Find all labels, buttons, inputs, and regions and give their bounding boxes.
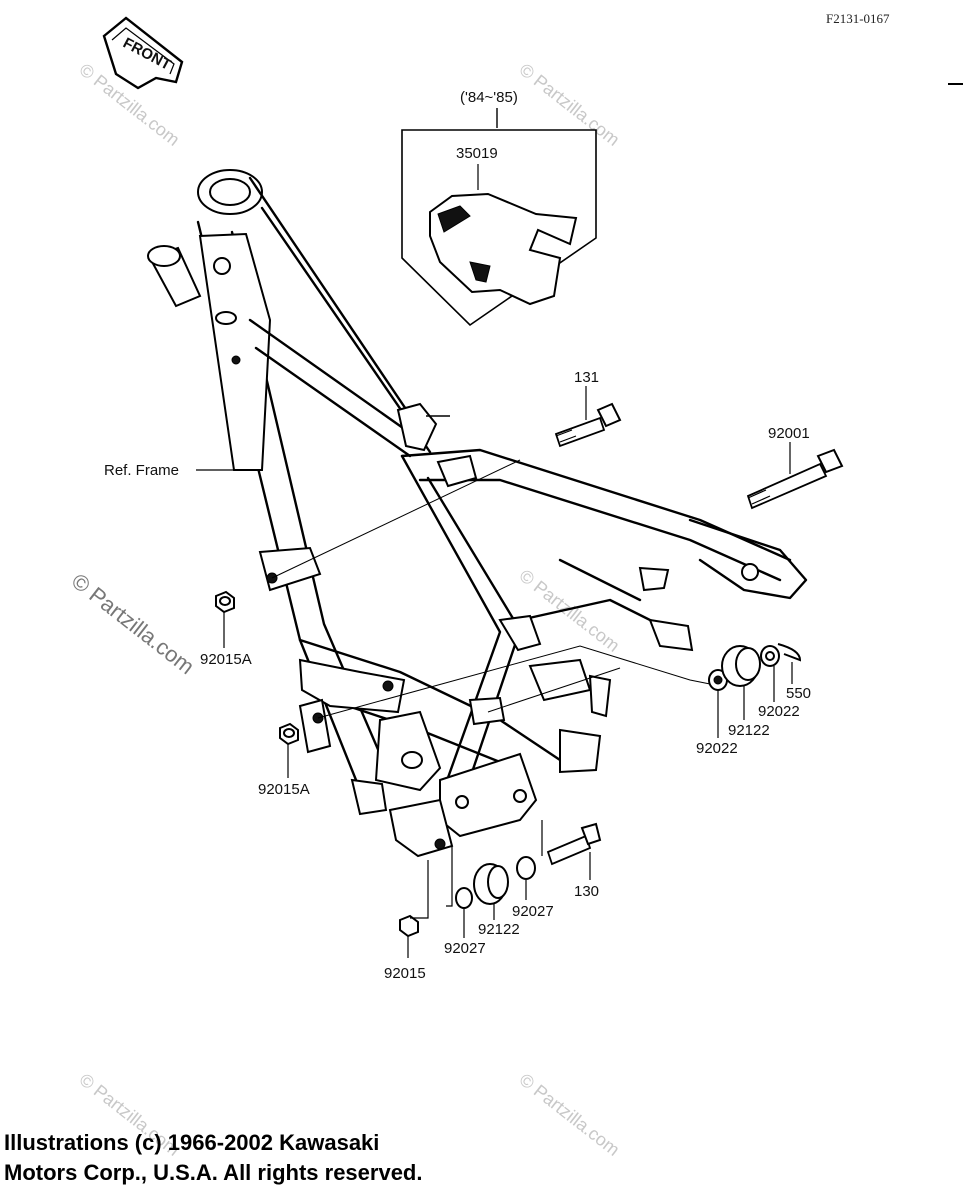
bolt-92001 bbox=[746, 448, 844, 510]
inset-years-label: ('84~'85) bbox=[460, 89, 518, 106]
right-mount-stack bbox=[708, 643, 802, 691]
bolt-130 bbox=[546, 822, 602, 866]
watermark-bottom-center: © Partzilla.com bbox=[516, 1069, 624, 1159]
callout-92122-right: 92122 bbox=[728, 722, 770, 739]
callout-131: 131 bbox=[574, 369, 599, 386]
callout-92027-right: 92027 bbox=[512, 903, 554, 920]
nut-92015a-lower bbox=[279, 722, 299, 746]
leader-lines bbox=[196, 386, 793, 958]
callout-92015a-upper: 92015A bbox=[200, 651, 252, 668]
callout-92015a-lower: 92015A bbox=[258, 781, 310, 798]
callout-550: 550 bbox=[786, 685, 811, 702]
callout-92022-right: 92022 bbox=[758, 703, 800, 720]
bottom-mount-stack bbox=[455, 856, 536, 909]
callout-130: 130 bbox=[574, 883, 599, 900]
callout-ref-frame: Ref. Frame bbox=[104, 462, 179, 479]
motorcycle-frame bbox=[147, 169, 808, 858]
callout-92015: 92015 bbox=[384, 965, 426, 982]
callout-92001: 92001 bbox=[768, 425, 810, 442]
copyright-notice: Illustrations (c) 1966-2002 Kawasaki Mot… bbox=[4, 1128, 422, 1188]
nut-92015 bbox=[399, 914, 419, 938]
front-arrow: FRONT bbox=[102, 16, 184, 90]
callout-labels: 131 92001 Ref. Frame 92015A 92015A 550 9… bbox=[104, 369, 811, 982]
callout-92027-left: 92027 bbox=[444, 940, 486, 957]
callout-92122-bottom: 92122 bbox=[478, 921, 520, 938]
nut-92015a-upper bbox=[215, 590, 235, 614]
inset-part-number: 35019 bbox=[456, 145, 498, 162]
callout-92022-left: 92022 bbox=[696, 740, 738, 757]
bolt-131 bbox=[554, 402, 622, 448]
diagram-ref-code: F2131-0167 bbox=[826, 11, 890, 26]
watermark-top-center: © Partzilla.com bbox=[516, 59, 624, 149]
watermark-side-left: © Partzilla.com bbox=[67, 568, 199, 679]
copyright-line-1: Illustrations (c) 1966-2002 Kawasaki bbox=[4, 1130, 380, 1155]
copyright-line-2: Motors Corp., U.S.A. All rights reserved… bbox=[4, 1160, 423, 1185]
hardware-group bbox=[215, 402, 844, 938]
inset-box-35019: ('84~'85) 35019 bbox=[401, 89, 597, 327]
